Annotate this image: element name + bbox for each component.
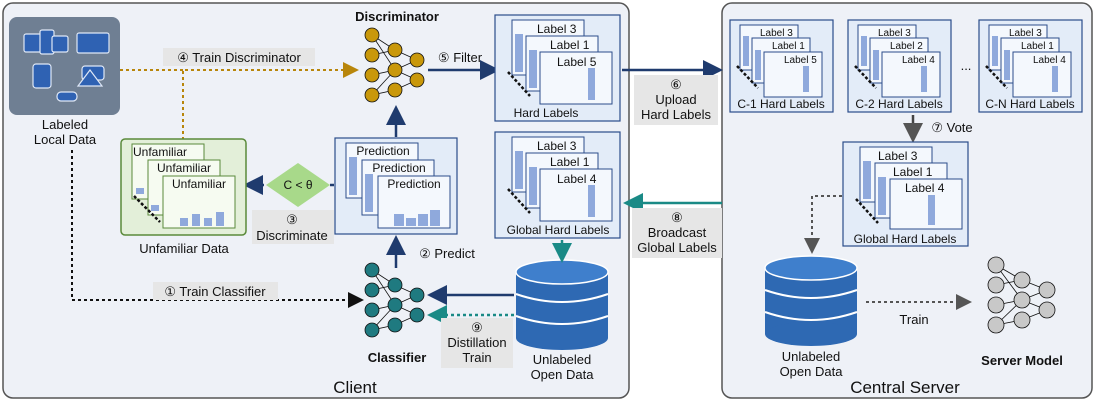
- global-label-card-3: Label 4: [557, 172, 597, 186]
- step3-label: Discriminate: [256, 228, 328, 243]
- labeled-data-label-1: Labeled: [42, 117, 88, 132]
- global-label-card-1: Label 3: [537, 139, 577, 153]
- threshold-diamond: [266, 163, 330, 207]
- global-label-card-2: Label 1: [550, 155, 590, 169]
- client-global-labels-group: [494, 131, 621, 239]
- step4-label: ④ Train Discriminator: [177, 50, 301, 65]
- hard-labels-caption: Hard Labels: [514, 106, 579, 120]
- hard-label-card-1: Label 3: [537, 22, 577, 36]
- client-database-icon: [515, 259, 609, 350]
- unfamiliar-group: [120, 138, 247, 236]
- discriminator-title: Discriminator: [355, 9, 439, 24]
- classifier-network: [364, 262, 425, 338]
- step4-label-bg: [163, 48, 315, 66]
- prediction-card-2: Prediction: [372, 161, 425, 175]
- client-global-caption: Global Hard Labels: [507, 223, 610, 237]
- server-model-network: [987, 256, 1056, 334]
- server-c1-caption: C-1 Hard Labels: [737, 97, 824, 111]
- server-cn-card-1: Label 3: [1009, 28, 1042, 39]
- server-group-cn: [978, 19, 1083, 113]
- step9-label-2: Train: [462, 350, 491, 365]
- prediction-card-1: Prediction: [356, 144, 409, 158]
- server-unlabeled-2: Open Data: [780, 364, 844, 379]
- server-group-c1: [729, 19, 834, 113]
- server-global-to-db-arrow: [804, 195, 842, 254]
- step9-number: ⑨: [471, 320, 483, 335]
- server-cn-card-3: Label 4: [1033, 55, 1066, 66]
- server-unlabeled-1: Unlabeled: [782, 349, 841, 364]
- client-unlabeled-1: Unlabeled: [533, 352, 592, 367]
- step3-number: ③: [286, 212, 298, 227]
- server-model-title: Server Model: [981, 353, 1063, 368]
- hard-label-card-2: Label 1: [550, 38, 590, 52]
- server-global-caption: Global Hard Labels: [854, 232, 957, 246]
- step1-label: ① Train Classifier: [164, 284, 266, 299]
- server-group-c2: [847, 19, 952, 113]
- server-c1-card-2: Label 1: [772, 41, 805, 52]
- step8-label-2: Global Labels: [637, 240, 717, 255]
- step3-label-bg: [252, 210, 334, 244]
- step6-label-bg: [634, 75, 718, 125]
- server-c2-caption: C-2 Hard Labels: [855, 97, 942, 111]
- step1-label-bg: [153, 282, 278, 300]
- step8-label-1: Broadcast: [648, 225, 707, 240]
- hard-labels-group: [494, 14, 621, 122]
- classifier-title: Classifier: [368, 350, 427, 365]
- step8-number: ⑧: [671, 210, 683, 225]
- labeled-data-label-2: Local Data: [34, 132, 97, 147]
- server-ellipsis: ...: [961, 58, 972, 73]
- prediction-card-3: Prediction: [387, 177, 440, 191]
- unfamiliar-card-2: Unfamiliar: [157, 161, 211, 175]
- step6-number: ⑥: [670, 77, 682, 92]
- server-c2-card-3: Label 4: [902, 55, 935, 66]
- server-global-card-3: Label 4: [905, 181, 945, 195]
- server-c2-card-1: Label 3: [878, 28, 911, 39]
- server-global-card-1: Label 3: [878, 149, 918, 163]
- step8-label-bg: [632, 208, 722, 258]
- step5-label: ⑤ Filter: [438, 50, 483, 65]
- step2-label: ② Predict: [419, 246, 475, 261]
- hard-label-card-3: Label 5: [557, 55, 597, 69]
- step6-label-2: Hard Labels: [641, 107, 712, 122]
- server-train-label: Train: [899, 312, 928, 327]
- server-title: Central Server: [850, 378, 960, 397]
- unfamiliar-card-3: Unfamiliar: [172, 177, 226, 191]
- unfamiliar-data-label: Unfamiliar Data: [139, 241, 229, 256]
- server-c1-card-3: Label 5: [784, 55, 817, 66]
- server-database-icon: [764, 255, 858, 346]
- step9-label-1: Distillation: [447, 335, 506, 350]
- threshold-label: C < θ: [283, 178, 312, 192]
- server-global-card-2: Label 1: [893, 165, 933, 179]
- server-global-labels-group: [842, 141, 969, 247]
- server-cn-caption: C-N Hard Labels: [985, 97, 1074, 111]
- discriminator-network: [364, 27, 425, 103]
- unfamiliar-card-1: Unfamiliar: [133, 145, 187, 159]
- server-cn-card-2: Label 1: [1021, 41, 1054, 52]
- server-c2-card-2: Label 2: [890, 41, 923, 52]
- step7-label: ⑦ Vote: [931, 120, 972, 135]
- prediction-group: [334, 137, 458, 235]
- server-c1-card-1: Label 3: [760, 28, 793, 39]
- client-unlabeled-2: Open Data: [531, 367, 595, 382]
- step9-label-bg: [441, 318, 513, 368]
- devices-icon: [23, 29, 110, 102]
- client-title: Client: [333, 378, 377, 397]
- step6-label-1: Upload: [655, 92, 696, 107]
